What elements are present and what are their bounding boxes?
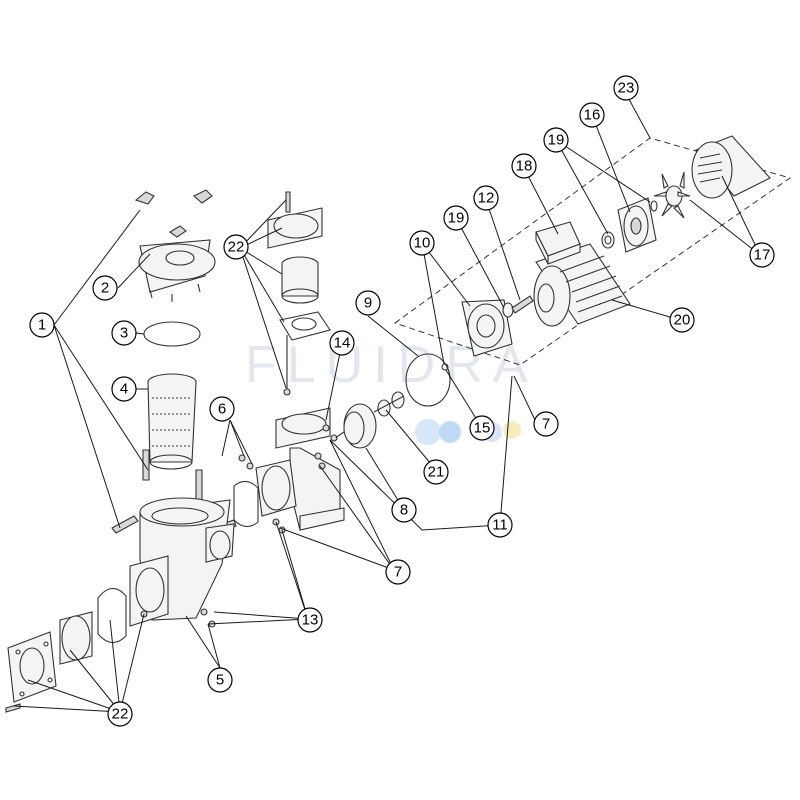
shaft-washer (502, 302, 514, 318)
callout-1: 1 (29, 312, 55, 338)
callout-4: 4 (111, 376, 137, 402)
motor-shaft (511, 295, 534, 314)
callout-8: 8 (391, 497, 417, 523)
strainer-lid (138, 239, 216, 302)
impeller (335, 403, 377, 449)
callout-17: 17 (749, 242, 775, 268)
callout-2: 2 (92, 275, 118, 301)
callout-3: 3 (111, 320, 137, 346)
callout-22-bottom: 22 (107, 701, 133, 727)
callout-13-label: 13 (302, 612, 319, 629)
callout-2-label: 2 (101, 280, 109, 297)
callout-18-label: 18 (516, 158, 533, 175)
callout-14-label: 14 (334, 335, 351, 352)
discharge-gasket (233, 480, 259, 528)
callout-23: 23 (613, 75, 639, 101)
motor (533, 221, 631, 327)
callout-4-label: 4 (120, 381, 128, 398)
fan-cover (691, 135, 771, 199)
callout-19-left: 19 (443, 205, 469, 231)
callout-20-label: 20 (674, 312, 691, 329)
lid-bolts (111, 449, 237, 534)
callout-22-top: 22 (223, 234, 249, 260)
lid-oring (143, 321, 201, 347)
callout-7-right: 7 (533, 411, 559, 437)
callout-22-top-label: 22 (228, 239, 245, 256)
seal-plate (461, 299, 513, 357)
callout-16: 16 (579, 102, 605, 128)
callout-18: 18 (511, 153, 537, 179)
callout-7-lower: 7 (385, 559, 411, 585)
callout-6: 6 (209, 396, 235, 422)
long-bolt (283, 335, 291, 396)
diffuser-housing (255, 407, 345, 531)
callout-12-label: 12 (478, 190, 495, 207)
callouts: 1 2 3 4 5 6 7 7 (29, 75, 775, 727)
mechanical-seal (373, 391, 405, 417)
callout-19-left-label: 19 (448, 210, 465, 227)
watermark-dots (415, 419, 521, 445)
callout-23-label: 23 (618, 80, 635, 97)
end-shield (617, 197, 657, 253)
motor-bearing (601, 231, 615, 249)
inlet-gasket (97, 587, 127, 644)
callout-15-label: 15 (474, 420, 491, 437)
body-oring (405, 353, 451, 407)
callout-10: 10 (409, 230, 435, 256)
pump-body (129, 497, 235, 627)
callout-22-bottom-label: 22 (112, 706, 129, 723)
callout-14: 14 (329, 330, 355, 356)
callout-21: 21 (423, 459, 449, 485)
callout-19-right-label: 19 (548, 132, 565, 149)
lid-knobs (134, 189, 213, 238)
cooling-fan (653, 171, 691, 219)
callout-9: 9 (355, 290, 381, 316)
callout-5-label: 5 (216, 672, 224, 689)
callout-11: 11 (487, 512, 513, 538)
callout-3-label: 3 (120, 325, 128, 342)
callout-7-lower-label: 7 (394, 564, 402, 581)
callout-16-label: 16 (584, 107, 601, 124)
callout-19-right: 19 (543, 127, 569, 153)
leader-lines (13, 89, 761, 713)
callout-9-label: 9 (364, 295, 372, 312)
callout-5: 5 (207, 667, 233, 693)
callout-7-right-label: 7 (542, 416, 550, 433)
callout-20: 20 (669, 307, 695, 333)
inlet-union (59, 611, 93, 665)
shaft-seal-ring (441, 363, 449, 371)
strainer-basket (147, 373, 197, 470)
callout-13: 13 (297, 607, 323, 633)
callout-11-label: 11 (492, 517, 508, 534)
callout-1-label: 1 (38, 317, 46, 334)
inlet-flange (5, 631, 57, 713)
callout-8-label: 8 (400, 502, 408, 519)
callout-6-label: 6 (218, 401, 226, 418)
callout-12: 12 (473, 185, 499, 211)
top-flange-set (267, 191, 331, 341)
callout-21-label: 21 (428, 464, 445, 481)
circlip (650, 200, 658, 212)
callout-17-label: 17 (754, 247, 771, 264)
callout-15: 15 (469, 415, 495, 441)
callout-10-label: 10 (414, 235, 431, 252)
